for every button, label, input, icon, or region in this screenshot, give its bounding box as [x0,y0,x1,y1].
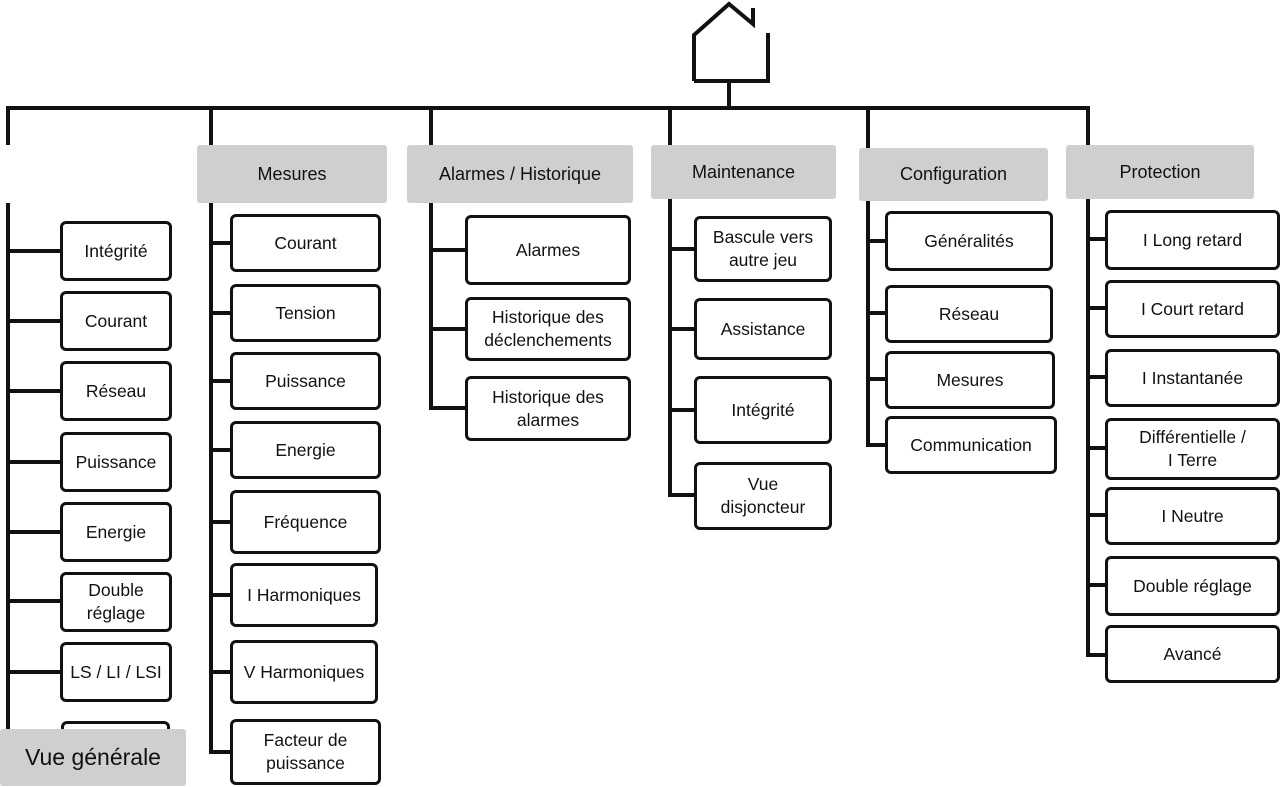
vue-generale-item-courant[interactable]: Courant [60,291,172,351]
configuration-item-reseau[interactable]: Réseau [885,285,1053,343]
mesures-item-i-harmoniques[interactable]: I Harmoniques [230,563,378,627]
maintenance-item-integrite[interactable]: Intégrité [694,376,832,444]
protection-item-i-instantanee[interactable]: I Instantanée [1105,349,1280,407]
vue-generale-item-ls-li-lsi[interactable]: LS / LI / LSI [60,642,172,702]
vue-generale-item-energie[interactable]: Energie [60,502,172,562]
vue-generale-item-puissance[interactable]: Puissance [60,432,172,492]
vue-generale-item-reseau[interactable]: Réseau [60,361,172,421]
configuration-item-communication[interactable]: Communication [885,416,1057,474]
alarmes-item-historique-alarmes[interactable]: Historique des alarmes [465,376,631,441]
mesures-item-courant[interactable]: Courant [230,214,381,272]
header-vue-generale[interactable]: Vue générale [0,729,186,786]
alarmes-item-historique-declenchements[interactable]: Historique des déclenchements [465,297,631,361]
vue-generale-item-integrite[interactable]: Intégrité [60,221,172,281]
vue-generale-item-double-reglage[interactable]: Double réglage [60,572,172,632]
header-configuration[interactable]: Configuration [859,148,1048,201]
mesures-item-puissance[interactable]: Puissance [230,352,381,410]
protection-item-double-reglage[interactable]: Double réglage [1105,556,1280,616]
maintenance-item-bascule[interactable]: Bascule vers autre jeu [694,216,832,282]
mesures-item-tension[interactable]: Tension [230,284,381,342]
protection-item-differentielle-terre[interactable]: Différentielle / I Terre [1105,418,1280,480]
mesures-item-energie[interactable]: Energie [230,421,381,479]
protection-item-i-long-retard[interactable]: I Long retard [1105,210,1280,270]
header-mesures[interactable]: Mesures [197,145,387,203]
mesures-item-facteur-de-puissance[interactable]: Facteur de puissance [230,719,381,785]
header-alarmes-historique[interactable]: Alarmes / Historique [407,145,633,203]
protection-item-avance[interactable]: Avancé [1105,625,1280,683]
protection-item-i-court-retard[interactable]: I Court retard [1105,280,1280,338]
maintenance-item-assistance[interactable]: Assistance [694,298,832,360]
alarmes-item-alarmes[interactable]: Alarmes [465,215,631,285]
header-maintenance[interactable]: Maintenance [651,145,836,199]
maintenance-item-vue-disjoncteur[interactable]: Vue disjoncteur [694,462,832,530]
mesures-item-frequence[interactable]: Fréquence [230,490,381,554]
configuration-item-mesures[interactable]: Mesures [885,351,1055,409]
home-icon[interactable] [692,1,770,83]
protection-item-i-neutre[interactable]: I Neutre [1105,487,1280,545]
header-protection[interactable]: Protection [1066,145,1254,199]
mesures-item-v-harmoniques[interactable]: V Harmoniques [230,640,378,704]
configuration-item-generalites[interactable]: Généralités [885,211,1053,271]
